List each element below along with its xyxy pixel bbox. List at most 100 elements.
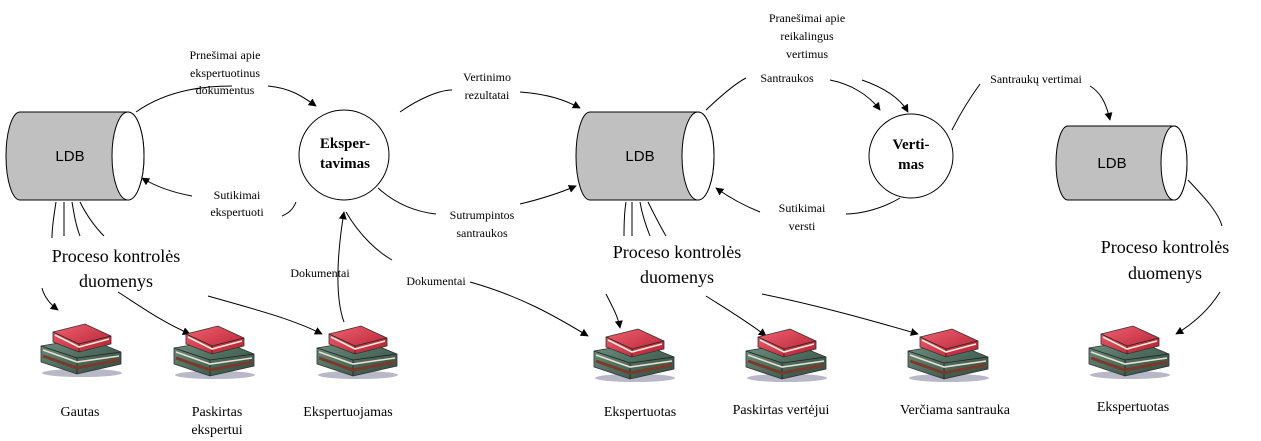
edge-documents-right <box>345 211 393 261</box>
state-label: Paskirtas <box>192 405 243 420</box>
control-label-line: Proceso kontrolės <box>1101 237 1229 257</box>
edge-consent-translate <box>845 197 901 215</box>
control-to-ekspertuotas-3 <box>1175 291 1221 335</box>
flow-label-short-summaries: Sutrumpintos santraukos <box>450 208 515 240</box>
edge-eval-results <box>399 89 453 113</box>
state-ekspertuotas: Ekspertuotas <box>592 327 677 420</box>
flow-label-documents-2: Dokumentai <box>406 274 466 288</box>
control-to-paskirtas <box>117 291 191 335</box>
database-label: LDB <box>625 148 654 165</box>
edge-summary-translations-arrow <box>1089 85 1113 121</box>
flow-label-line: ekspertuoti <box>210 205 264 219</box>
state-label: Paskirtas vertėjui <box>733 403 830 418</box>
edge-eval-results-arrow <box>519 91 581 109</box>
flow-label-line: Prnešimai apie <box>190 48 261 62</box>
flow-label-line: reikalingus <box>780 29 834 43</box>
edge-consent-expert-arrow <box>141 177 193 197</box>
state-label: ekspertui <box>191 423 242 438</box>
flow-label-line: Dokumentai <box>290 266 350 280</box>
edge-short-summaries <box>377 187 437 215</box>
control-to-gautas <box>41 287 59 311</box>
flow-label-line: santraukos <box>456 226 508 240</box>
edge-documents-up-arrow <box>337 211 347 323</box>
state-label: Ekspertuotas <box>604 405 676 420</box>
control-label-line: duomenys <box>79 271 153 291</box>
control-line <box>1187 179 1223 227</box>
control-line <box>71 201 81 237</box>
flow-label-line: rezultatai <box>465 88 510 102</box>
book-icon <box>592 327 677 383</box>
control-line <box>623 201 627 237</box>
flow-label-line: vertimus <box>786 47 828 61</box>
state-label: Gautas <box>61 405 100 420</box>
edge-documents-right-arrow <box>469 281 589 337</box>
flow-label-line: Santraukų vertimai <box>990 72 1082 86</box>
edge-notify-experts <box>135 85 233 113</box>
flow-label-line: Vertinimo <box>463 70 511 84</box>
database-label: LDB <box>1097 155 1126 172</box>
book-icon <box>1087 324 1172 380</box>
database-ldb-2: LDB <box>575 111 715 201</box>
flow-label-line: ekspertuotinus <box>190 66 260 80</box>
database-ldb-1: LDB <box>5 111 145 201</box>
flow-label-consent-translate: Sutikimai versti <box>779 201 826 233</box>
control-to-ekspertuotas <box>605 293 623 329</box>
flow-label-line: Sutikimai <box>779 201 826 215</box>
book-icon <box>906 327 991 383</box>
control-line <box>639 201 651 237</box>
control-to-paskirtas-vertejui <box>705 295 767 337</box>
control-data-label-1: Proceso kontrolės duomenys <box>52 246 180 291</box>
control-label-line: Proceso kontrolės <box>613 242 741 262</box>
process-label-line: mas <box>898 157 924 173</box>
state-verciama-santrauka: Verčiama santrauka <box>900 327 1011 418</box>
edge-summaries-arrow <box>829 79 881 111</box>
flow-label-summary-translations: Santraukų vertimai <box>990 72 1082 86</box>
state-ekspertuotas-2: Ekspertuotas <box>1087 324 1172 415</box>
process-label-line: Eksper- <box>320 136 370 152</box>
database-label: LDB <box>55 148 84 165</box>
process-label-line: tavimas <box>320 156 370 172</box>
flow-label-eval-results: Vertinimo rezultatai <box>463 70 511 102</box>
flow-label-line: Sutikimai <box>214 188 261 202</box>
control-line <box>647 201 667 237</box>
edge-summary-translations <box>951 83 981 131</box>
process-vertimas: Verti- mas <box>868 113 954 199</box>
flow-label-notify-experts: Prnešimai apie ekspertuotinus dokumentus <box>190 48 261 97</box>
flow-label-line: Pranešimai apie <box>769 11 845 25</box>
process-label-line: Verti- <box>893 137 930 153</box>
book-icon <box>39 322 124 378</box>
database-ldb-3: LDB <box>1055 125 1188 201</box>
state-label: Ekspertuotas <box>1097 400 1169 415</box>
flow-edges <box>41 77 1223 337</box>
control-label-line: duomenys <box>640 267 714 287</box>
edge-translation-notices <box>861 79 909 113</box>
edge-consent-expert <box>281 201 297 217</box>
control-data-label-2: Proceso kontrolės duomenys <box>613 242 741 287</box>
edge-consent-translate-arrow <box>715 187 761 213</box>
flow-label-line: Dokumentai <box>406 274 466 288</box>
state-gautas: Gautas <box>39 322 124 420</box>
flow-label-line: versti <box>789 219 816 233</box>
control-to-verciama <box>761 293 919 336</box>
edge-summaries <box>705 77 747 111</box>
control-label-line: duomenys <box>1128 263 1202 283</box>
edge-short-summaries-arrow <box>519 185 577 205</box>
control-data-label-3: Proceso kontrolės duomenys <box>1101 237 1229 283</box>
flow-label-line: Santraukos <box>760 71 814 85</box>
state-paskirtas-vertejui: Paskirtas vertėjui <box>733 327 830 418</box>
book-icon <box>172 324 257 380</box>
control-label-line: Proceso kontrolės <box>52 246 180 266</box>
control-line <box>79 201 105 237</box>
book-icon <box>744 327 829 383</box>
state-ekspertuojamas: Ekspertuojamas <box>303 324 400 420</box>
flow-label-line: Sutrumpintos <box>450 208 515 222</box>
flow-label-translation-notices: Pranešimai apie reikalingus vertimus <box>769 11 845 61</box>
state-label: Ekspertuojamas <box>303 405 392 420</box>
control-to-ekspertuojamas <box>207 295 323 335</box>
flow-label-summaries: Santraukos <box>760 71 814 85</box>
process-ekspertavimas: Eksper- tavimas <box>298 109 390 201</box>
book-icon <box>315 324 400 380</box>
state-label: Verčiama santrauka <box>900 403 1011 418</box>
flow-label-line: dokumentus <box>196 83 255 97</box>
